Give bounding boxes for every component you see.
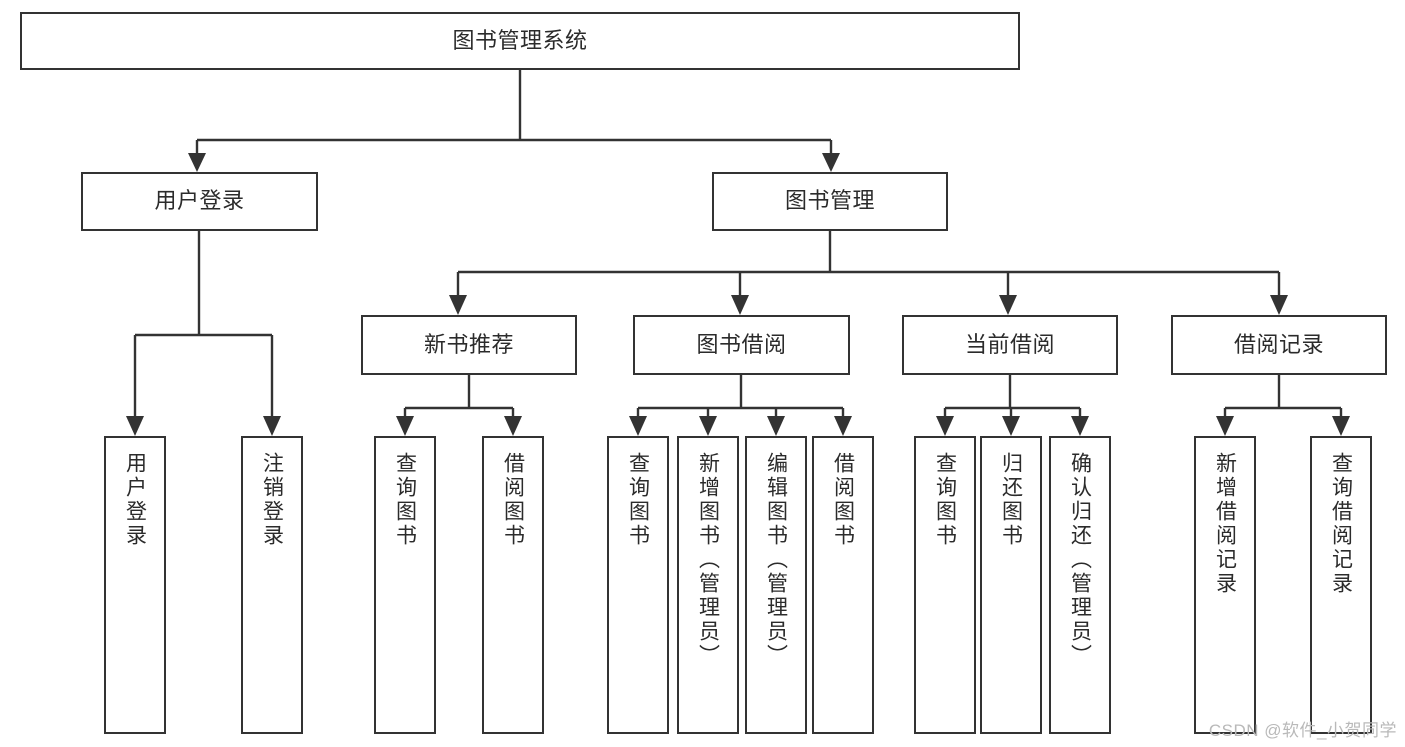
leaf-new-book-borrow-book[interactable]: 借阅图书 bbox=[482, 436, 544, 734]
node-label: 借阅图书 bbox=[501, 452, 525, 548]
node-label: 用户登录 bbox=[123, 452, 147, 548]
arrow-borrow-leaf-2 bbox=[699, 416, 717, 436]
arrow-root-to-user-login bbox=[188, 153, 206, 172]
node-label: 新增图书（管理员） bbox=[696, 452, 720, 668]
node-label: 查询图书 bbox=[626, 452, 650, 548]
arrow-borrow-leaf-1 bbox=[629, 416, 647, 436]
arrow-record-leaf-2 bbox=[1332, 416, 1350, 436]
node-borrow-record[interactable]: 借阅记录 bbox=[1171, 315, 1387, 375]
leaf-current-confirm-return-admin[interactable]: 确认归还（管理员） bbox=[1049, 436, 1111, 734]
node-label: 查询借阅记录 bbox=[1329, 452, 1353, 596]
leaf-current-return-book[interactable]: 归还图书 bbox=[980, 436, 1042, 734]
node-book-borrow[interactable]: 图书借阅 bbox=[633, 315, 850, 375]
arrow-current-leaf-2 bbox=[1002, 416, 1020, 436]
node-label: 查询图书 bbox=[393, 452, 417, 548]
node-label: 归还图书 bbox=[999, 452, 1023, 548]
node-label: 当前借阅 bbox=[964, 331, 1055, 357]
node-label: 图书管理系统 bbox=[452, 27, 588, 53]
arrow-current-leaf-3 bbox=[1071, 416, 1089, 436]
arrow-newbook-leaf-1 bbox=[396, 416, 414, 436]
leaf-borrow-edit-book-admin[interactable]: 编辑图书（管理员） bbox=[745, 436, 807, 734]
leaf-record-query-borrow-record[interactable]: 查询借阅记录 bbox=[1310, 436, 1372, 734]
leaf-record-add-borrow-record[interactable]: 新增借阅记录 bbox=[1194, 436, 1256, 734]
node-current-borrow[interactable]: 当前借阅 bbox=[902, 315, 1118, 375]
node-label: 确认归还（管理员） bbox=[1068, 452, 1092, 668]
node-label: 新书推荐 bbox=[423, 331, 514, 357]
arrow-userlogin-leaf-2 bbox=[263, 416, 281, 436]
leaf-user-login-logout[interactable]: 注销登录 bbox=[241, 436, 303, 734]
node-label: 编辑图书（管理员） bbox=[764, 452, 788, 668]
arrow-current-leaf-1 bbox=[936, 416, 954, 436]
leaf-current-query-book[interactable]: 查询图书 bbox=[914, 436, 976, 734]
node-label: 图书管理 bbox=[784, 188, 875, 214]
arrow-root-to-book-mgmt bbox=[822, 153, 840, 172]
leaf-new-book-query-book[interactable]: 查询图书 bbox=[374, 436, 436, 734]
node-label: 图书借阅 bbox=[696, 331, 787, 357]
node-label: 注销登录 bbox=[260, 452, 284, 548]
node-new-book-recommend[interactable]: 新书推荐 bbox=[361, 315, 577, 375]
node-root-book-management-system[interactable]: 图书管理系统 bbox=[20, 12, 1020, 70]
node-label: 查询图书 bbox=[933, 452, 957, 548]
arrow-bookmgmt-to-current bbox=[999, 295, 1017, 315]
node-label: 借阅记录 bbox=[1233, 331, 1324, 357]
node-label: 借阅图书 bbox=[831, 452, 855, 548]
arrow-newbook-leaf-2 bbox=[504, 416, 522, 436]
leaf-borrow-add-book-admin[interactable]: 新增图书（管理员） bbox=[677, 436, 739, 734]
arrow-borrow-leaf-4 bbox=[834, 416, 852, 436]
arrow-borrow-leaf-3 bbox=[767, 416, 785, 436]
node-book-management[interactable]: 图书管理 bbox=[712, 172, 948, 231]
leaf-user-login-login[interactable]: 用户登录 bbox=[104, 436, 166, 734]
node-user-login[interactable]: 用户登录 bbox=[81, 172, 318, 231]
leaf-borrow-borrow-book[interactable]: 借阅图书 bbox=[812, 436, 874, 734]
arrow-bookmgmt-to-new-book bbox=[449, 295, 467, 315]
arrow-record-leaf-1 bbox=[1216, 416, 1234, 436]
arrow-bookmgmt-to-borrow bbox=[731, 295, 749, 315]
leaf-borrow-query-book[interactable]: 查询图书 bbox=[607, 436, 669, 734]
arrow-userlogin-leaf-1 bbox=[126, 416, 144, 436]
csdn-watermark: CSDN @软件_小贺同学 bbox=[1208, 721, 1397, 740]
node-label: 新增借阅记录 bbox=[1213, 452, 1237, 596]
arrow-bookmgmt-to-record bbox=[1270, 295, 1288, 315]
node-label: 用户登录 bbox=[154, 188, 245, 214]
